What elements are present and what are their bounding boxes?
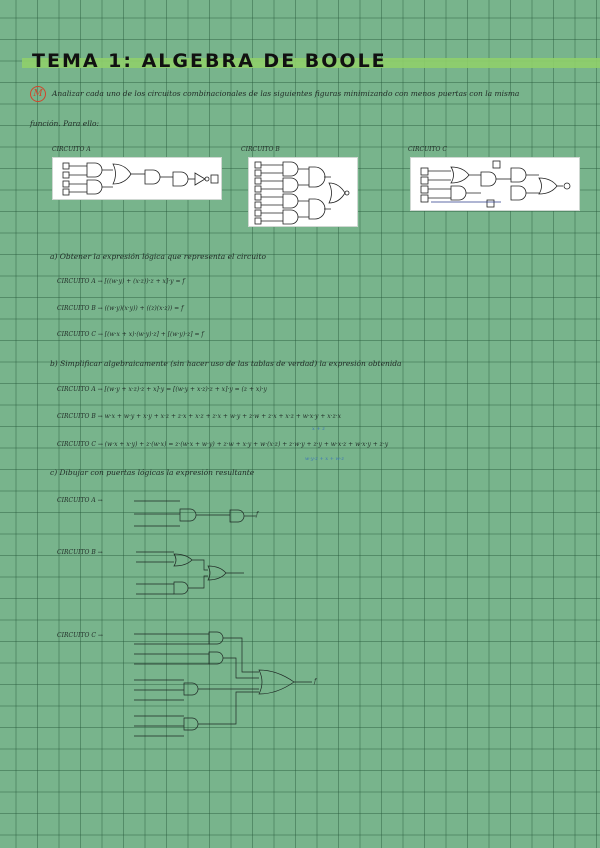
part-c-circuit-b-label: CIRCUITO B → xyxy=(57,549,103,556)
title-highlight xyxy=(22,58,600,68)
circuit-a-schematic xyxy=(62,162,219,196)
circuit-a-diagram xyxy=(52,157,222,200)
circuit-c-diagram xyxy=(410,157,580,211)
drawn-circuit-c-output: f xyxy=(314,678,317,685)
part-c-heading: c) Dibujar con puertas lógicas la expres… xyxy=(50,468,255,477)
drawn-circuit-a-output: f xyxy=(256,511,259,518)
part-b-line-3: CIRCUITO C → (w·x + x·y) + z·(w·x) = z·(… xyxy=(57,441,389,448)
circuit-c-label: CIRCUITO C xyxy=(408,146,447,153)
part-b-line-2: CIRCUITO B → w·x + w·y + x·y + x·z + z·x… xyxy=(57,413,342,420)
part-c-circuit-a-label: CIRCUITO A → xyxy=(57,497,103,504)
circuit-a-label: CIRCUITO A xyxy=(52,146,91,153)
part-a-heading: a) Obtener la expresión lógica que repre… xyxy=(50,252,266,261)
circuit-b-schematic xyxy=(254,161,350,225)
part-b-note-2: w·y·z + x + w·z xyxy=(305,456,344,462)
page-title: TEMA 1: ALGEBRA DE BOOLE xyxy=(32,50,387,72)
circuit-c-schematic xyxy=(420,160,571,208)
drawn-circuit-c xyxy=(134,631,312,737)
drawn-circuit-a xyxy=(134,500,256,527)
exercise-statement-line1: Analizar cada uno de los circuitos combi… xyxy=(52,89,520,98)
part-b-line-1: CIRCUITO A → [(w·y + x·z)·z + x]·y = [(w… xyxy=(57,386,267,393)
drawn-circuit-b xyxy=(136,551,244,595)
part-a-line-3: CIRCUITO C → [(w·x + x)·(w·y)·z] + [(w·y… xyxy=(57,331,204,338)
part-a-line-1: CIRCUITO A → [((w·y) + (x·z))·z + x]·y =… xyxy=(57,278,185,285)
exercise-number: M xyxy=(30,86,46,102)
part-b-heading: b) Simplificar algebraicamente (sin hace… xyxy=(50,359,402,368)
exercise-statement-line2: función. Para ello: xyxy=(30,119,100,128)
part-c-circuit-c-label: CIRCUITO C → xyxy=(57,632,103,639)
part-b-note-1: x + z xyxy=(312,426,325,432)
part-a-line-2: CIRCUITO B → ((w·y)(x·y)) + ((z)(x·z)) =… xyxy=(57,305,184,312)
circuit-b-label: CIRCUITO B xyxy=(241,146,280,153)
circuit-b-diagram xyxy=(248,157,358,227)
